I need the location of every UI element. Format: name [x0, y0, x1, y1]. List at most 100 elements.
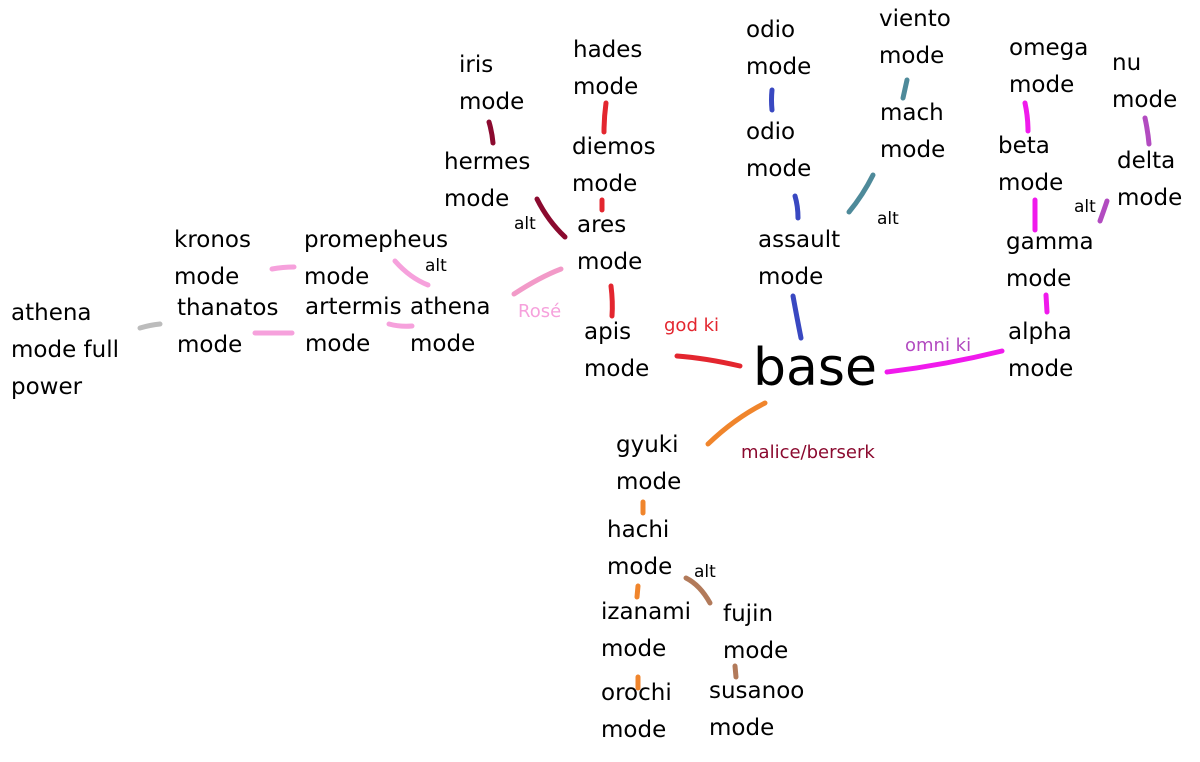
node-viento-line-2: mode [879, 43, 945, 69]
node-hades-line-1: hades [573, 37, 643, 63]
node-promepheus-line-1: promepheus [304, 227, 449, 253]
node-gyuki-line-1: gyuki [616, 432, 679, 458]
edge-label-god-ki: god ki [664, 315, 720, 336]
node-beta-line-2: mode [998, 170, 1064, 196]
connector-beta-omega [1022, 100, 1031, 134]
node-athena-mode: athena mode [410, 289, 491, 363]
node-odio2-line-1: odio [746, 119, 796, 145]
node-susanoo-line-1: susanoo [709, 678, 805, 704]
node-hachi-line-1: hachi [607, 517, 670, 543]
node-athena-full-line-1: athena [11, 300, 92, 326]
edge-label-malice-berserk: malice/berserk [741, 442, 875, 463]
node-apis-line-2: mode [584, 356, 650, 382]
connector-hachi-izanami [634, 583, 641, 600]
node-iris-line-2: mode [459, 89, 525, 115]
connector-gamma-delta [1097, 198, 1110, 224]
node-assault-line-2: mode [758, 264, 824, 290]
node-orochi-mode: orochi mode [601, 675, 672, 749]
node-athena-full-line-3: power [11, 374, 83, 400]
node-izanami-line-1: izanami [601, 599, 692, 625]
node-nu-line-1: nu [1112, 50, 1142, 76]
node-fujin-mode: fujin mode [723, 596, 789, 670]
node-alpha-line-1: alpha [1008, 319, 1072, 345]
node-omega-mode: omega mode [1009, 30, 1089, 104]
node-hermes-line-1: hermes [444, 149, 531, 175]
node-hachi-line-2: mode [607, 554, 673, 580]
node-assault-mode: assault mode [758, 222, 841, 296]
node-izanami-mode: izanami mode [601, 594, 692, 668]
edge-label-alt-fujin: alt [694, 562, 716, 582]
node-artermis-mode: artermis mode [305, 289, 402, 363]
node-mach-mode: mach mode [880, 95, 946, 169]
connector-base-gyuki [705, 400, 768, 447]
node-orochi-line-2: mode [601, 717, 667, 743]
node-hades-mode: hades mode [573, 32, 643, 106]
connector-delta-nu [1142, 115, 1152, 147]
connector-ares-hermes [534, 196, 568, 240]
node-promepheus-line-2: mode [304, 264, 370, 290]
connector-assault-odio [792, 193, 801, 221]
connector-base-alpha [884, 348, 1005, 375]
connector-assault-mach [846, 172, 876, 215]
node-odio-mode-upper: odio mode [746, 12, 811, 86]
node-ares-line-1: ares [577, 212, 627, 238]
node-iris-mode: iris mode [459, 47, 525, 121]
connector-odio-odio [769, 87, 775, 113]
connector-athena-artermis [386, 321, 415, 329]
node-thanatos-mode: thanatos mode [177, 290, 279, 364]
node-beta-mode: beta mode [998, 128, 1064, 202]
connector-ares-athena [511, 266, 564, 297]
connector-diemos-hades [601, 100, 609, 135]
connector-apis-ares [608, 283, 615, 319]
node-athena-full-power: athena mode full power [11, 295, 119, 406]
node-odio-mode-lower: odio mode [746, 114, 812, 188]
node-athena-full-line-2: mode full [11, 337, 119, 363]
node-orochi-line-1: orochi [601, 680, 672, 706]
node-gyuki-line-2: mode [616, 469, 682, 495]
node-susanoo-mode: susanoo mode [709, 673, 805, 747]
node-mach-line-2: mode [880, 137, 946, 163]
connector-promepheus-kronos [269, 264, 297, 272]
node-ares-mode: ares mode [577, 207, 643, 281]
node-kronos-mode: kronos mode [174, 222, 251, 296]
node-base-label: base [753, 338, 877, 398]
node-thanatos-line-2: mode [177, 332, 243, 358]
edge-label-rose: Rosé [518, 301, 562, 322]
node-nu-mode: nu mode [1112, 45, 1177, 119]
node-fujin-line-1: fujin [723, 601, 774, 627]
connector-hachi-fujin [683, 575, 713, 606]
edge-label-alt-hermes: alt [514, 214, 536, 234]
connector-hermes-iris [486, 119, 496, 146]
node-iris-line-1: iris [459, 52, 494, 78]
node-thanatos-line-1: thanatos [177, 295, 279, 321]
node-athena-line-2: mode [410, 331, 476, 357]
node-artermis-line-1: artermis [305, 294, 402, 320]
node-alpha-mode: alpha mode [1008, 314, 1074, 388]
node-artermis-line-2: mode [305, 331, 371, 357]
node-kronos-line-2: mode [174, 264, 240, 290]
node-omega-line-1: omega [1009, 35, 1089, 61]
node-kronos-line-1: kronos [174, 227, 251, 253]
node-odio2-line-2: mode [746, 156, 812, 182]
connector-mach-viento [900, 77, 910, 101]
connector-alpha-gamma [1043, 292, 1050, 315]
node-omega-line-2: mode [1009, 72, 1075, 98]
node-assault-line-1: assault [758, 227, 841, 253]
node-viento-mode: viento mode [879, 1, 951, 75]
node-delta-line-1: delta [1117, 148, 1176, 174]
node-fujin-line-2: mode [723, 638, 789, 664]
node-beta-line-1: beta [998, 133, 1050, 159]
node-susanoo-line-2: mode [709, 715, 775, 741]
node-viento-line-1: viento [879, 6, 951, 32]
node-apis-line-1: apis [584, 319, 632, 345]
node-hermes-line-2: mode [444, 186, 510, 212]
node-ares-line-2: mode [577, 249, 643, 275]
node-alpha-line-2: mode [1008, 356, 1074, 382]
node-diemos-line-1: diemos [572, 134, 656, 160]
connector-athena-promepheus [392, 258, 431, 288]
node-apis-mode: apis mode [584, 314, 650, 388]
edge-label-alt-delta: alt [1074, 197, 1096, 217]
node-izanami-line-2: mode [601, 636, 667, 662]
